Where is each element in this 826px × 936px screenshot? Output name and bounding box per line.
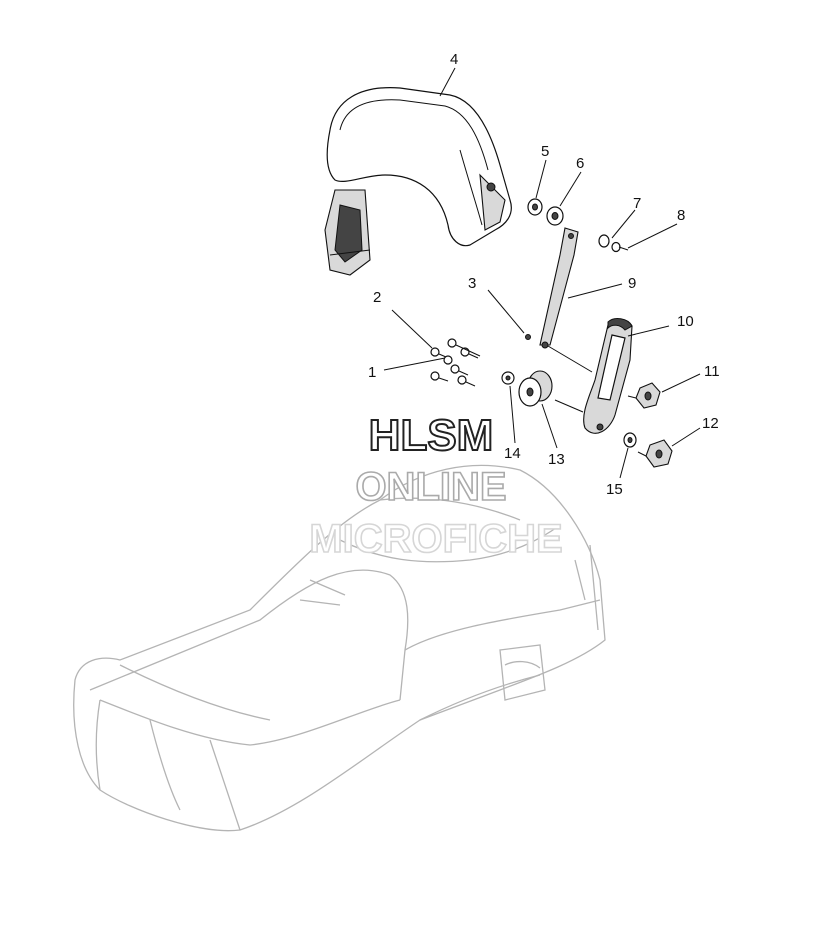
callout-12: 12 bbox=[702, 415, 719, 432]
callout-4: 4 bbox=[450, 51, 458, 68]
watermark-line3: MICROFICHE bbox=[309, 517, 562, 561]
side-bracket bbox=[583, 318, 633, 434]
knob-12 bbox=[637, 439, 673, 468]
callout-1: 1 bbox=[368, 364, 376, 381]
callout-11: 11 bbox=[704, 363, 720, 380]
washer-15 bbox=[623, 432, 637, 448]
callout-14: 14 bbox=[504, 445, 521, 462]
bolt-cluster bbox=[430, 338, 481, 387]
callout-7: 7 bbox=[633, 195, 641, 212]
seat bbox=[73, 464, 606, 832]
nut-3 bbox=[525, 334, 531, 340]
callout-6: 6 bbox=[576, 155, 584, 172]
bushing-13 bbox=[518, 370, 553, 407]
watermark: HLSM ONLINE MICROFICHE bbox=[309, 410, 564, 562]
callout-10: 10 bbox=[677, 313, 694, 330]
washer-7 bbox=[598, 234, 610, 248]
washer-6 bbox=[546, 206, 564, 226]
support-arm bbox=[539, 227, 579, 349]
watermark-line1: HLSM bbox=[369, 411, 494, 460]
callout-5: 5 bbox=[541, 143, 549, 160]
callout-8: 8 bbox=[677, 207, 685, 224]
callout-15: 15 bbox=[606, 481, 623, 498]
callout-13: 13 bbox=[548, 451, 565, 468]
callout-3: 3 bbox=[468, 275, 476, 292]
leader-lines bbox=[383, 67, 701, 479]
knob-11 bbox=[627, 382, 661, 409]
callout-2: 2 bbox=[373, 289, 381, 306]
nut-14 bbox=[501, 371, 515, 385]
washer-5 bbox=[527, 198, 543, 216]
screw-8 bbox=[611, 241, 629, 253]
callouts: 1 2 3 4 5 6 7 8 9 10 11 12 13 14 15 bbox=[368, 51, 720, 498]
watermark-line2: ONLINE bbox=[355, 465, 506, 509]
backrest-pad bbox=[324, 87, 512, 276]
callout-9: 9 bbox=[628, 275, 636, 292]
